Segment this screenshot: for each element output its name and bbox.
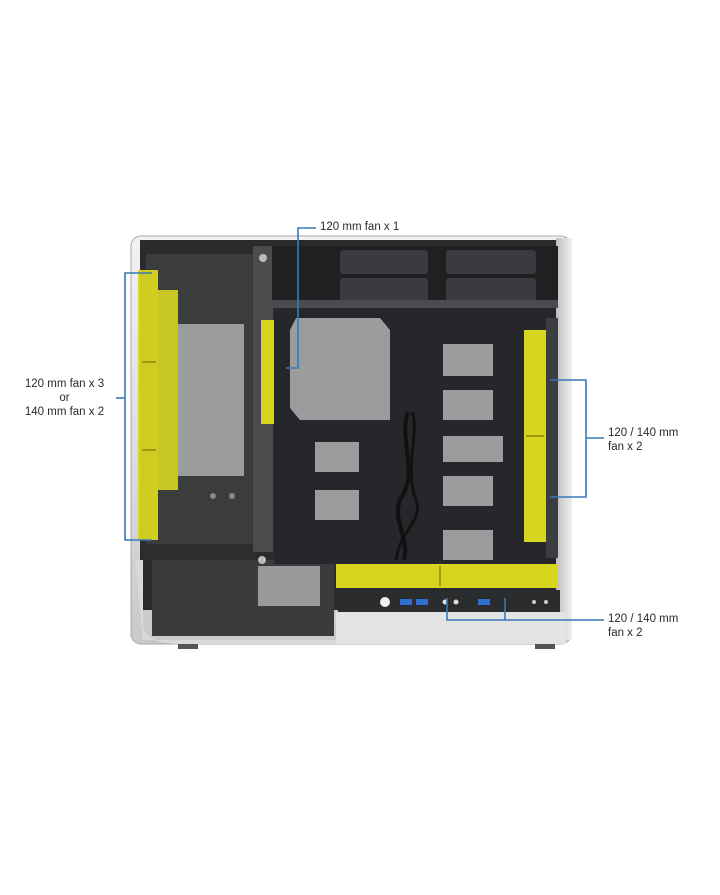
psu-window [258,566,320,606]
left-label-line: 120 mm fan x 3 [24,378,105,390]
audio-jack-icon [453,599,459,605]
callout-lines [116,227,604,621]
right-bottom-label-line: fan x 2 [608,627,643,639]
drive-bay [340,278,428,302]
rear-fan-zone [261,320,275,424]
side-panel-cutout [178,324,244,476]
right-middle-fan-label: 120 / 140 mm fan x 2 [608,426,678,454]
motherboard-tray [274,302,556,564]
right-middle-label-line: 120 / 140 mm [608,427,679,439]
right-fan-zone [524,318,558,558]
left-label-line: 140 mm fan x 2 [24,406,105,418]
drive-bay [340,250,428,274]
divider-bracket [253,246,275,552]
left-fan-zone [138,270,178,540]
usb-port-icon [400,599,412,605]
left-label-line: or [59,392,70,404]
drive-bay [446,278,536,302]
left-compartment [146,254,334,636]
power-button-icon [380,597,390,607]
cpu-cutout [290,318,390,420]
left-fan-label: 120 mm fan x 3 or 140 mm fan x 2 [13,377,116,419]
right-bottom-fan-label: 120 / 140 mm fan x 2 [608,612,678,640]
top-label-line: 120 mm fan x 1 [320,221,400,233]
front-io-panel [338,590,560,612]
top-fan-label: 120 mm fan x 1 [320,220,399,234]
usb-port-icon [478,599,490,605]
bottom-fan-zone [336,564,558,588]
usb-port-icon [416,599,428,605]
right-middle-label-line: fan x 2 [608,441,643,453]
right-bottom-label-line: 120 / 140 mm [608,613,679,625]
drive-bay [446,250,536,274]
drive-cages [272,246,558,308]
